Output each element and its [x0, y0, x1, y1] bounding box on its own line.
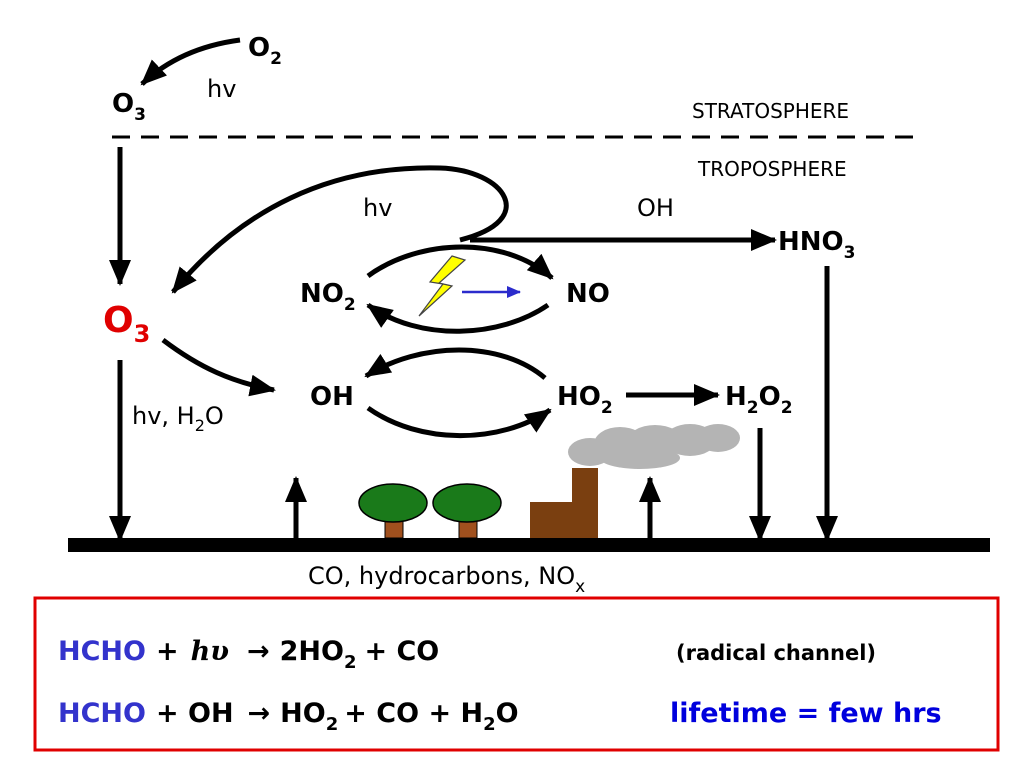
radical-channel-note: (radical channel) [676, 641, 876, 665]
tree-icon [432, 483, 502, 539]
smoke-cloud-icon [568, 424, 740, 469]
hv-stratosphere-label: hv [207, 75, 236, 103]
hv-no2-label: hv [363, 194, 392, 222]
ground-surface [68, 538, 990, 552]
oh: OH [310, 382, 354, 412]
no-to-no2-arrow [366, 302, 550, 334]
oh-to-ho2-arrow [366, 405, 552, 439]
equation-hcho-oh: HCHO+ OH→HO2+ CO + H2O [58, 698, 519, 735]
ho2-to-oh-arrow [364, 347, 547, 380]
o3-troposphere: O3 [103, 300, 150, 348]
stratosphere-label: STRATOSPHERE [692, 99, 849, 123]
factory-icon [530, 468, 598, 538]
o2-to-o3-arrow [140, 37, 241, 86]
oh-hno3-label: OH [637, 194, 674, 222]
hno3: HNO3 [778, 227, 855, 263]
equation-hcho-photolysis: HCHO+hυ→2HO2+ CO [58, 636, 439, 673]
ground-emissions-label: CO, hydrocarbons, NOx [308, 562, 585, 597]
equation-box [33, 596, 1000, 752]
hv-h2o-label: hv, H2O [132, 402, 224, 435]
ho2: HO2 [557, 382, 613, 418]
no2: NO2 [300, 279, 356, 315]
o3-stratosphere: O3 [112, 89, 146, 125]
no: NO [566, 279, 610, 309]
tree-icon [358, 483, 428, 539]
troposphere-label: TROPOSPHERE [697, 157, 847, 181]
h2o2: H2O2 [725, 382, 793, 418]
no2-photolysis-to-o3-arrow [171, 165, 509, 294]
lifetime-note: lifetime = few hrs [670, 698, 942, 729]
no2-to-no-arrow [366, 244, 554, 280]
o2-stratosphere: O2 [248, 33, 282, 69]
lightning-icon [418, 255, 467, 317]
o3-to-oh-arrow [161, 338, 276, 397]
